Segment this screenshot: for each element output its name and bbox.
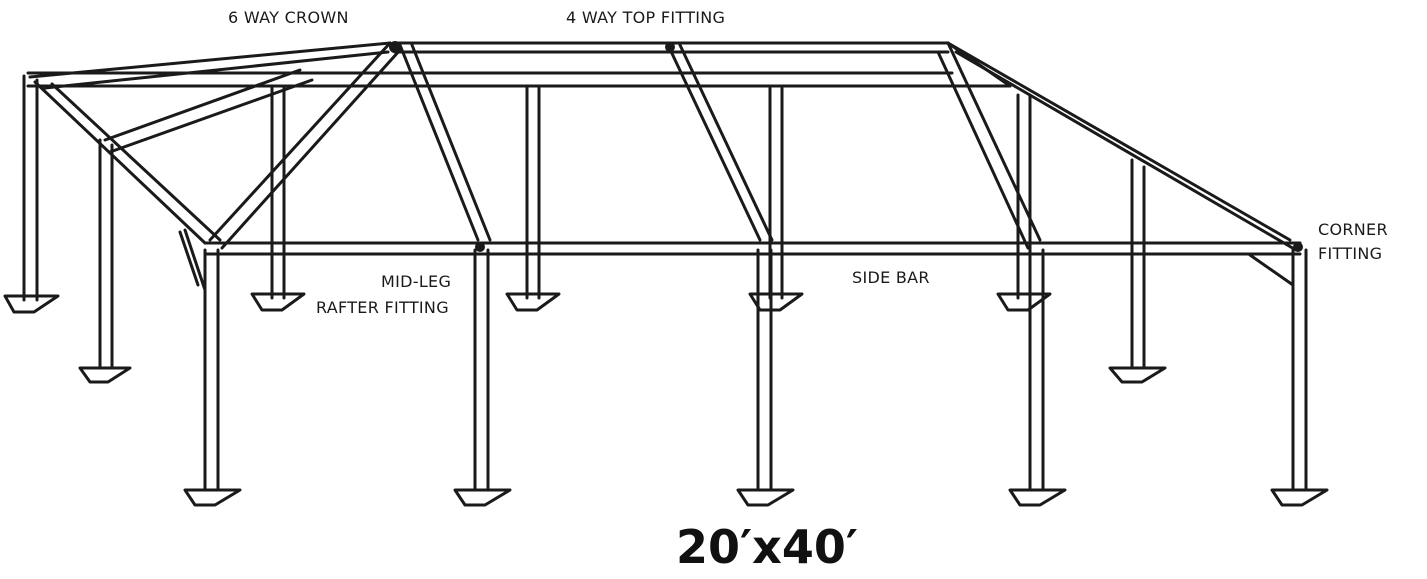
left-hip-rafter	[208, 41, 392, 242]
back-leg-7	[1130, 158, 1146, 370]
right-back-rafter	[946, 41, 1012, 88]
right-end-rafter-b	[936, 50, 1030, 250]
base-plate-front-2	[453, 488, 512, 507]
left-corner-brace	[178, 228, 207, 292]
right-hip-rafter-b	[954, 50, 1298, 252]
tent-frame	[3, 41, 1329, 507]
right-corner-brace	[1248, 253, 1295, 287]
back-leg-4	[525, 86, 541, 300]
base-plate-back-1	[3, 294, 60, 314]
back-leg-1	[22, 74, 39, 302]
rafter-2	[666, 43, 762, 242]
label-4-way-top-fitting: 4 WAY TOP FITTING	[566, 8, 726, 27]
right-hip-rafter	[946, 41, 1292, 242]
back-leg-5	[768, 86, 784, 300]
base-plate-back-6	[996, 292, 1052, 312]
six-way-crown-fitting	[389, 41, 401, 53]
left-corner-rafter	[33, 80, 207, 245]
label-mid-leg: MID-LEG	[381, 272, 452, 291]
mid-leg-rafter-fitting	[475, 242, 485, 252]
right-end-rafter	[946, 41, 1042, 242]
base-plate-back-7	[1108, 366, 1167, 384]
label-6-way-crown: 6 WAY CROWN	[228, 8, 349, 27]
base-plate-back-3	[250, 292, 306, 312]
label-side-bar: SIDE BAR	[852, 268, 930, 287]
rafter-1	[398, 43, 480, 242]
front-leg-4	[1028, 248, 1045, 492]
left-corner-rafter-b	[50, 82, 222, 242]
four-way-top-fitting	[665, 42, 675, 52]
base-plate-back-2	[78, 366, 132, 384]
front-leg-5	[1291, 248, 1308, 492]
fittings	[389, 41, 1303, 252]
back-leg-6	[1016, 93, 1032, 300]
base-plate-back-4	[505, 292, 561, 312]
rafter-1-b	[410, 43, 492, 242]
base-plate-front-4	[1008, 488, 1067, 507]
base-plate-front-3	[736, 488, 795, 507]
left-hip-rafter-b	[220, 48, 402, 250]
front-leg-1	[203, 248, 220, 492]
corner-fitting-right	[1293, 242, 1303, 252]
left-end-rafter-b	[43, 50, 390, 90]
base-plate-back-5	[748, 292, 804, 312]
back-leg-2	[98, 138, 114, 370]
back-leg-3	[270, 86, 286, 300]
left-diag-brace	[103, 68, 302, 142]
label-rafter-fitting: RAFTER FITTING	[316, 298, 449, 317]
front-leg-2	[473, 248, 490, 492]
left-diag-brace-b	[108, 78, 314, 154]
label-fitting: FITTING	[1318, 244, 1383, 263]
base-plate-front-1	[183, 488, 242, 507]
diagram-title: 20′x40′	[676, 520, 858, 574]
label-corner: CORNER	[1318, 220, 1388, 239]
base-plate-front-5	[1270, 488, 1329, 507]
left-end-rafter	[28, 41, 392, 79]
rafter-2-b	[678, 43, 774, 242]
